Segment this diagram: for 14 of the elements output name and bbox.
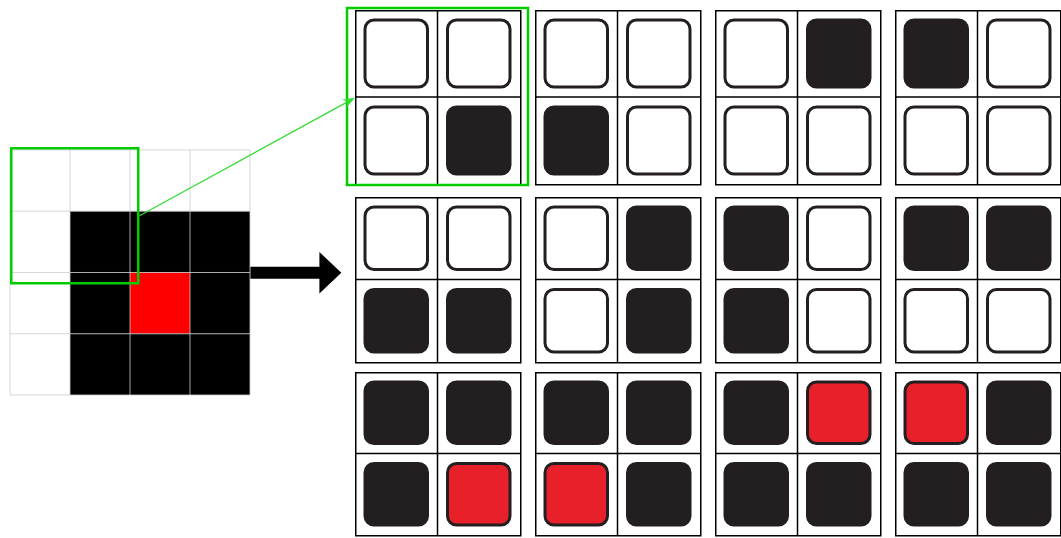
highlight-frame — [10, 147, 140, 285]
pattern-tile — [354, 371, 522, 537]
pattern-tile — [714, 196, 882, 364]
grid-drawing — [9, 149, 251, 396]
pattern-tile — [714, 9, 882, 186]
pattern-tile — [894, 196, 1061, 364]
pattern-tile — [894, 371, 1061, 537]
arrow — [138, 97, 355, 217]
pattern-tile — [534, 371, 702, 537]
pattern-tile — [534, 196, 702, 364]
pattern-tile — [354, 196, 522, 364]
pattern-tile — [894, 9, 1061, 186]
pattern-tile — [714, 371, 882, 537]
pattern-tile — [534, 9, 702, 186]
